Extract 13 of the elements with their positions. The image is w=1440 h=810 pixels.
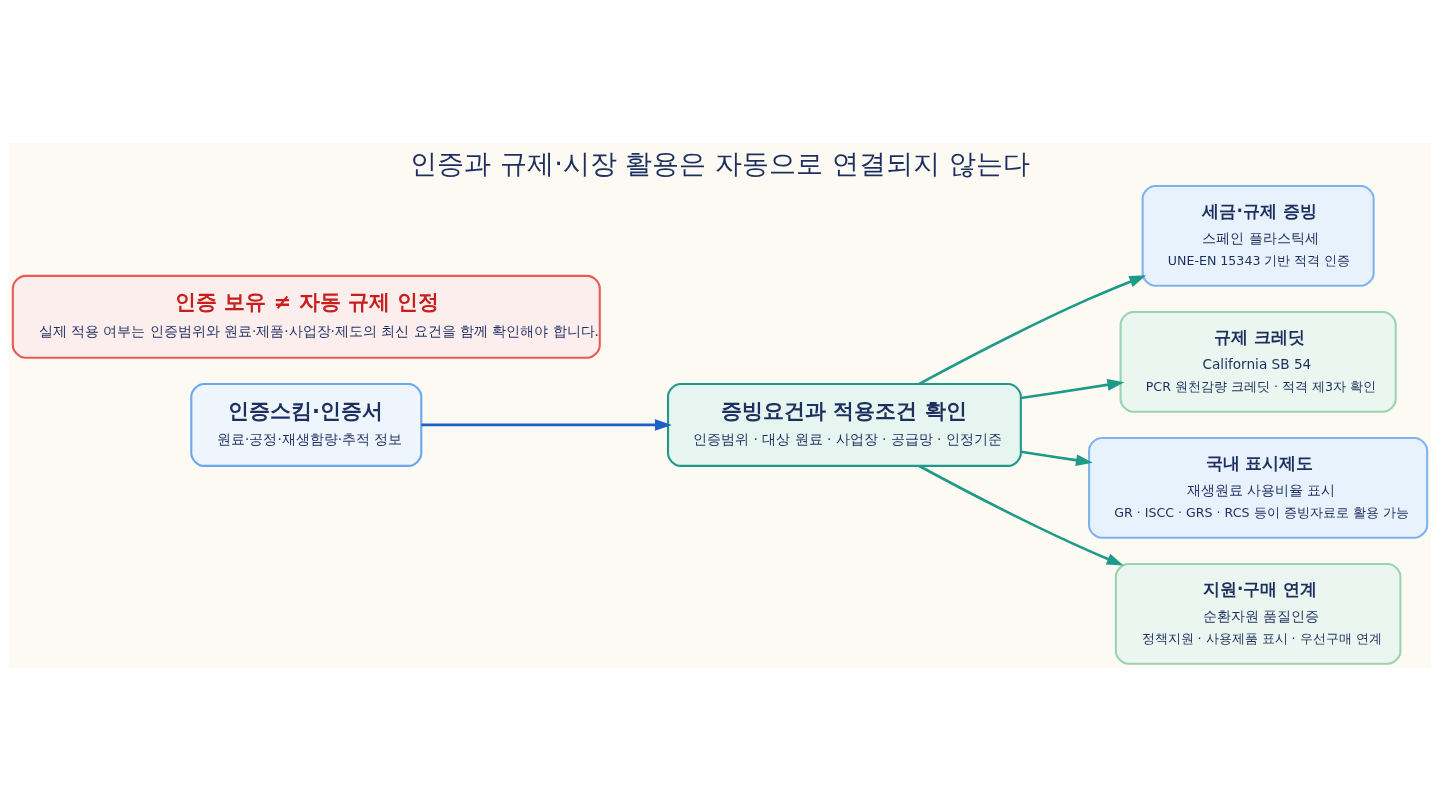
node-box: 규제 크레딧 California SB 54 PCR 원천감량 크레딧 · 적격 제3자 확인 (1119, 310, 1397, 413)
node-box: 지원·구매 연계 순환자원 품질인증 정책지원 · 사용제품 표시 · 우선구매 연계 (1114, 562, 1402, 665)
node-box: 인증 보유 ≠ 자동 규제 인정 실제 적용 여부는 인증범위와 원료·제품·사업장·제도의 최신 요건을 함께 확인해야 합니다. (11, 274, 601, 359)
arrow (918, 464, 1124, 566)
node-box: 세금·규제 증빙 스페인 플라스틱세 UNE-EN 15343 기반 적격 인증 (1141, 184, 1375, 287)
diagram-title: 인증과 규제·시장 활용은 자동으로 연결되지 않는다 (410, 147, 1030, 179)
arrow (918, 274, 1147, 385)
node-box: 국내 표시제도 재생원료 사용비율 표시 GR · ISCC · GRS · RCS 등이 증빙자료로 활용 가능 (1088, 436, 1429, 539)
arrow (1020, 450, 1093, 466)
node-box: 증빙요건과 적용조건 확인 인증범위 · 대상 원료 · 사업장 · 공급망 · 인정기준 (666, 382, 1022, 467)
arrow (1020, 378, 1125, 399)
node-box: 인증스킴·인증서 원료·공정·재생함량·추적 정보 (190, 382, 423, 467)
arrow (421, 418, 672, 431)
